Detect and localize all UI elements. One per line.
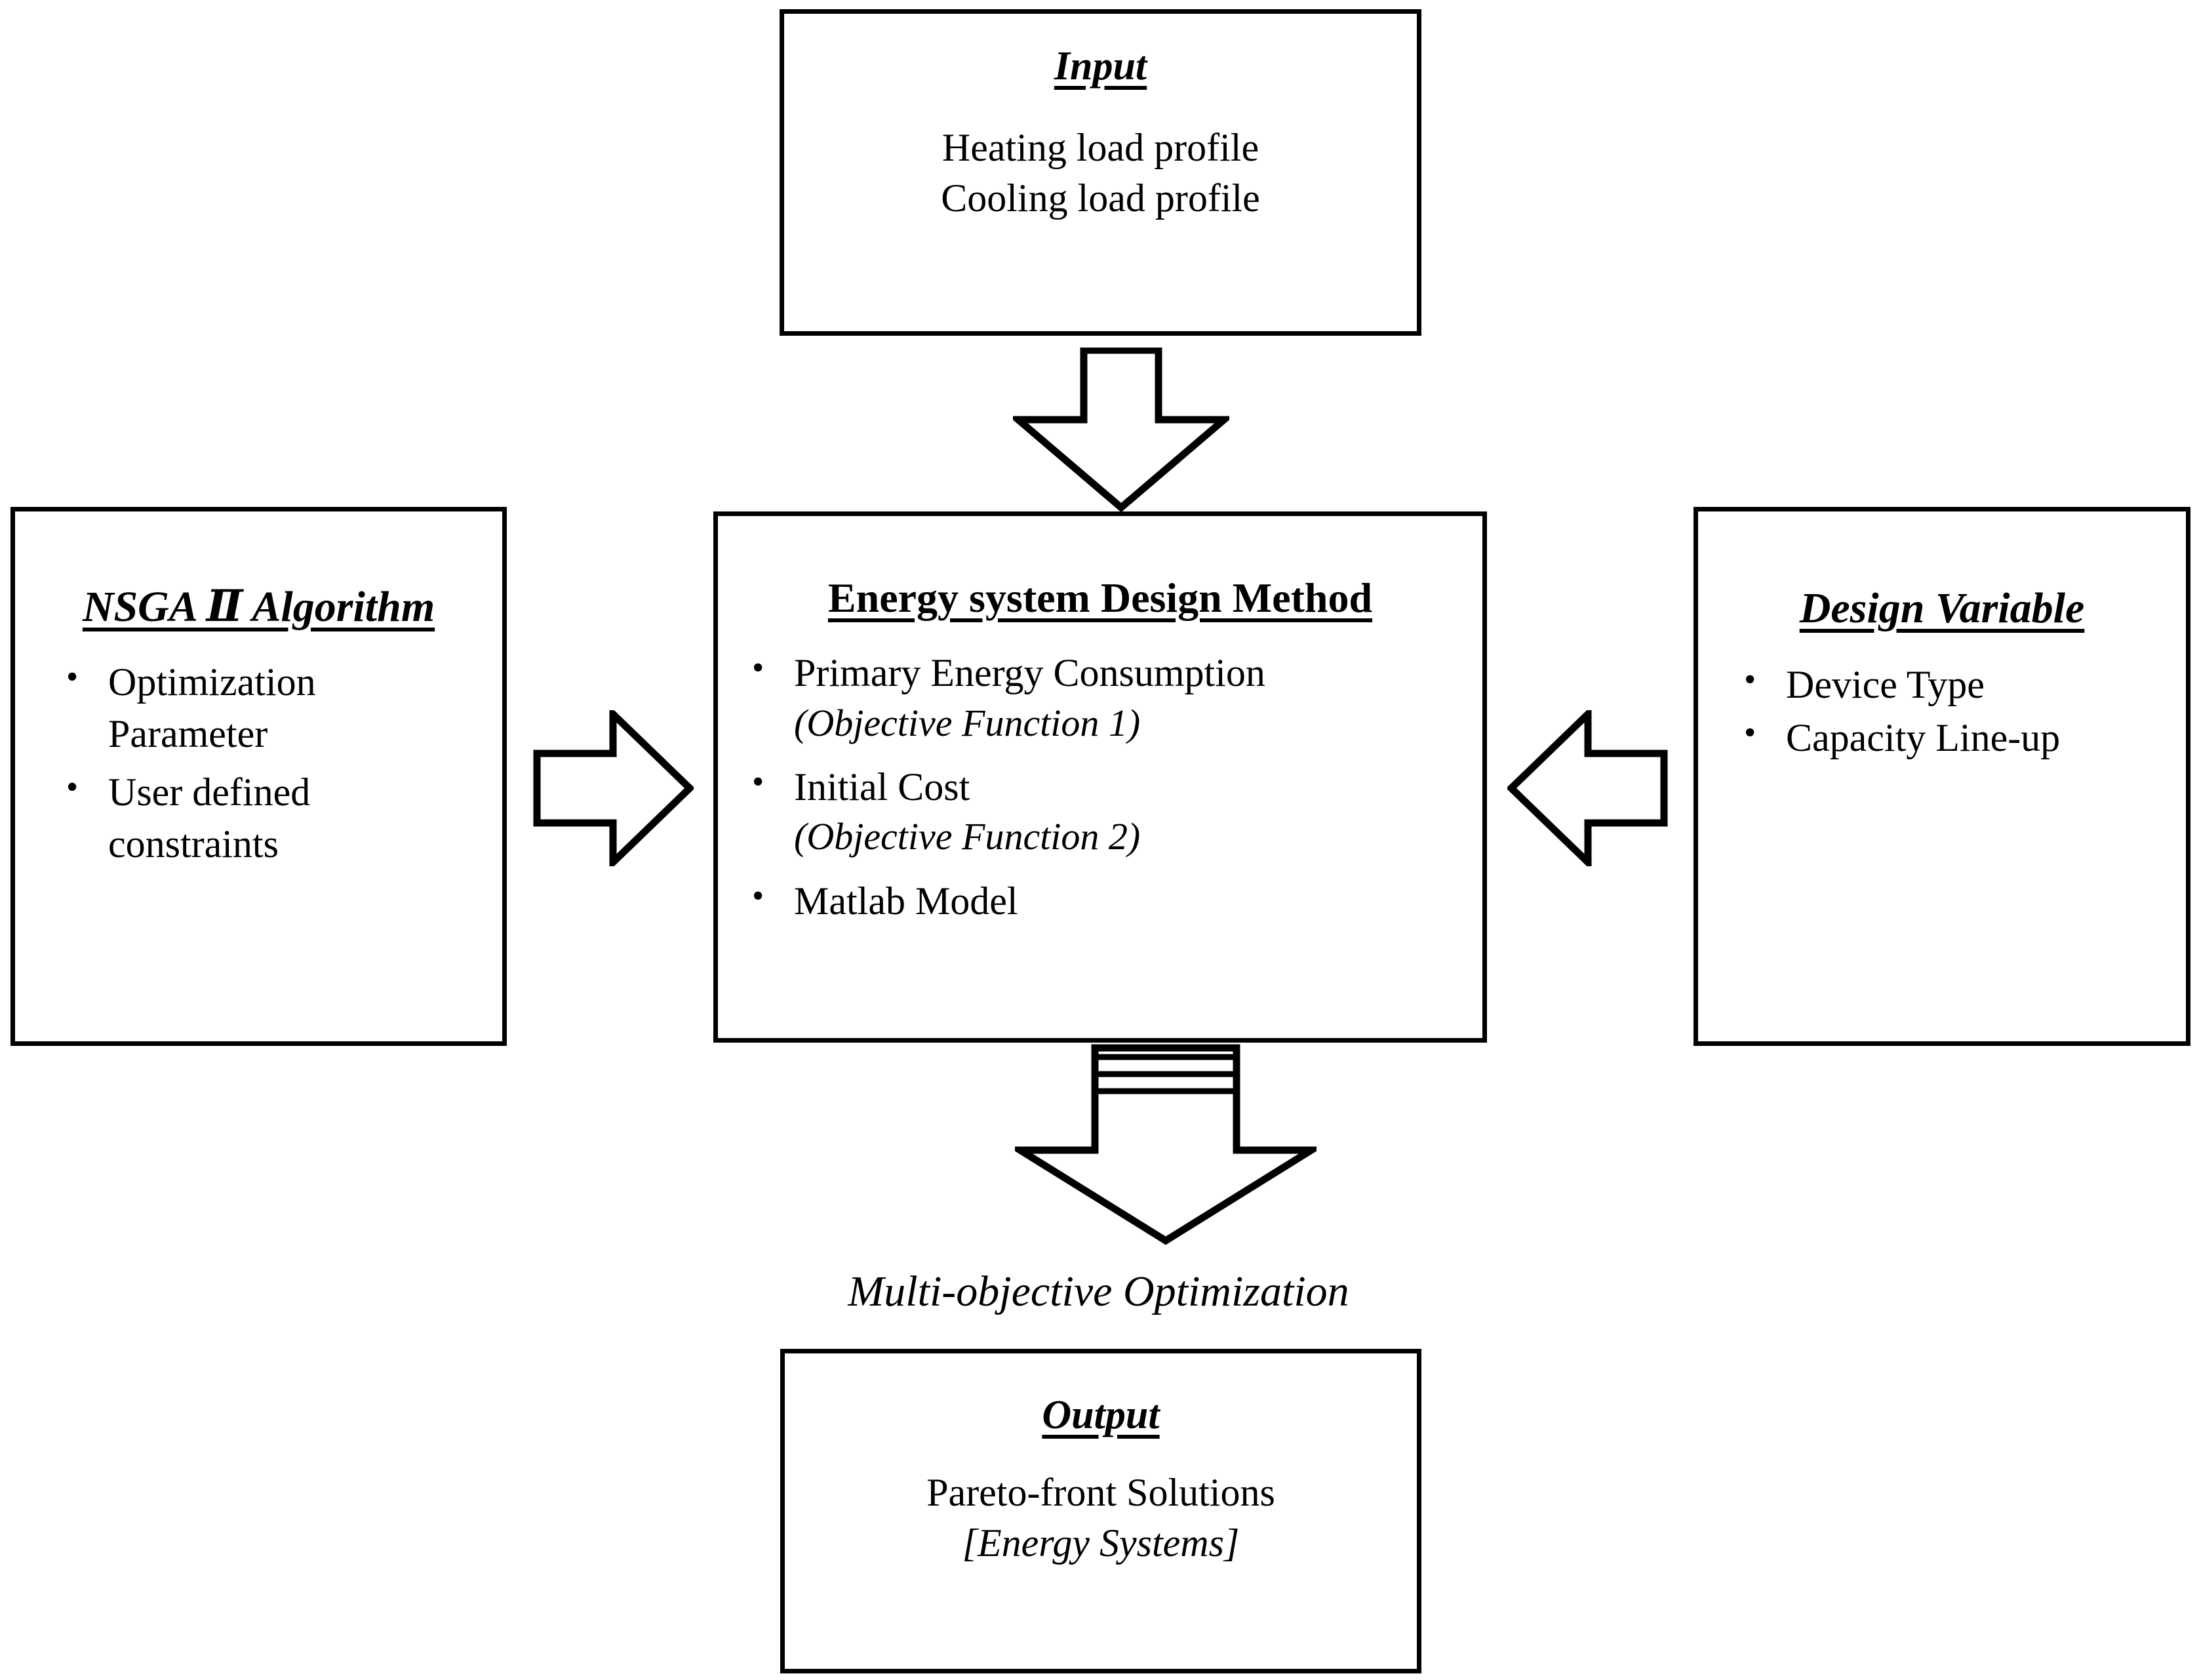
design-bullet-list: Device Type Capacity Line-up xyxy=(1730,658,2182,764)
design-variable-box: Design Variable Device Type Capacity Lin… xyxy=(1694,507,2190,1046)
center-bullet-0-sub: (Objective Function 1) xyxy=(794,701,1141,744)
list-item: Optimization Parameter xyxy=(52,655,445,760)
center-box-title: Energy system Design Method xyxy=(827,574,1373,621)
list-item: Device Type xyxy=(1730,658,2182,711)
list-item: Matlab Model xyxy=(738,874,1465,927)
center-bullet-1-sub: (Objective Function 2) xyxy=(794,815,1141,858)
center-bullet-1-main: Initial Cost xyxy=(794,765,970,809)
arrow-left-icon-design-to-center xyxy=(1507,710,1668,866)
arrow-right-icon-nsga-to-center xyxy=(533,710,694,866)
list-item: Capacity Line-up xyxy=(1730,711,2182,764)
list-item: Primary Energy Consumption (Objective Fu… xyxy=(738,646,1465,747)
input-box: Input Heating load profile Cooling load … xyxy=(780,9,1421,336)
input-line-cooling: Cooling load profile xyxy=(941,176,1260,220)
input-line-heating: Heating load profile xyxy=(941,126,1259,170)
output-line-pareto: Pareto-front Solutions xyxy=(926,1471,1275,1515)
output-box-title: Output xyxy=(1042,1393,1160,1437)
design-box-title: Design Variable xyxy=(1799,584,2085,632)
design-bullet-1-main: Capacity Line-up xyxy=(1786,715,2061,759)
design-bullet-0-main: Device Type xyxy=(1786,662,1985,706)
input-box-body: Heating load profile Cooling load profil… xyxy=(784,123,1417,224)
output-line-energy-systems: [Energy Systems] xyxy=(962,1521,1240,1565)
list-item: User defined constraints xyxy=(52,765,445,870)
output-box-body: Pareto-front Solutions [Energy Systems] xyxy=(785,1468,1417,1569)
nsga-bullet-list: Optimization Parameter User defined cons… xyxy=(52,655,445,871)
arrow-down-icon-input-to-center xyxy=(1013,348,1229,511)
caption-text: Multi-objective Optimization xyxy=(848,1268,1349,1315)
nsga-bullet-1-main: User defined constraints xyxy=(108,770,311,866)
center-bullet-list: Primary Energy Consumption (Objective Fu… xyxy=(738,646,1465,927)
multi-objective-optimization-caption: Multi-objective Optimization xyxy=(0,1267,2199,1317)
energy-system-design-method-box: Energy system Design Method Primary Ener… xyxy=(713,511,1487,1043)
nsga-box-title: NSGA Ⅱ Algorithm xyxy=(82,583,435,631)
list-item: Initial Cost (Objective Function 2) xyxy=(738,760,1465,861)
nsga-bullet-0-main: Optimization Parameter xyxy=(108,660,316,755)
nsga-algorithm-box: NSGA Ⅱ Algorithm Optimization Parameter … xyxy=(10,507,507,1046)
arrow-down-icon-center-to-output xyxy=(1015,1043,1317,1246)
input-box-title: Input xyxy=(1054,44,1147,89)
output-box: Output Pareto-front Solutions [Energy Sy… xyxy=(780,1349,1421,1673)
center-bullet-2-main: Matlab Model xyxy=(794,879,1018,923)
center-bullet-0-main: Primary Energy Consumption xyxy=(794,651,1265,695)
